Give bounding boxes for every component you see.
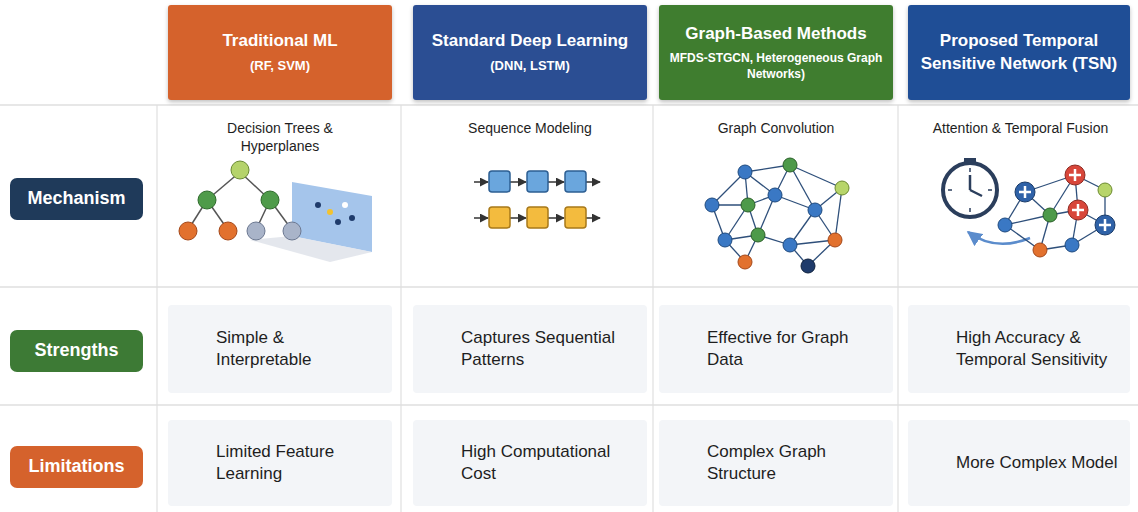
cell-text: Simple & Interpretable: [216, 327, 384, 371]
column-title: Standard Deep Learning: [432, 30, 628, 52]
row-title: Limitations: [28, 455, 124, 478]
sequence-icon: [474, 171, 600, 228]
mechanism-caption: Sequence Modeling: [430, 120, 630, 138]
row-header: Strengths: [10, 330, 143, 372]
column-subtitle: (DNN, LSTM): [490, 58, 569, 75]
column-title: Graph-Based Methods: [685, 23, 866, 45]
strength-cell: Captures Sequential Patterns: [413, 305, 647, 393]
attention-network-icon: [998, 165, 1115, 257]
limitation-cell: Limited Feature Learning: [168, 420, 392, 506]
row-title: Mechanism: [27, 187, 125, 210]
table-grid: [0, 105, 1138, 512]
row-header: Mechanism: [10, 178, 143, 220]
mechanism-caption: Decision Trees & Hyperplanes: [185, 120, 355, 155]
cell-text: High Accuracy & Temporal Sensitivity: [956, 327, 1122, 371]
column-header: Proposed Temporal Sensitive Network (TSN…: [908, 5, 1130, 100]
strength-cell: Simple & Interpretable: [168, 305, 392, 393]
strength-cell: Effective for Graph Data: [659, 305, 893, 393]
column-header: Graph-Based MethodsMFDS-STGCN, Heterogen…: [659, 5, 893, 100]
cell-text: Complex Graph Structure: [707, 441, 885, 485]
decision-tree-icon: [179, 161, 372, 262]
column-subtitle: (RF, SVM): [250, 58, 310, 75]
column-header: Traditional ML (RF, SVM): [168, 5, 392, 100]
strength-cell: High Accuracy & Temporal Sensitivity: [908, 305, 1130, 393]
cell-text: Captures Sequential Patterns: [461, 327, 639, 371]
column-subtitle: MFDS-STGCN, Heterogeneous Graph Networks…: [667, 51, 885, 82]
graph-network-icon: [705, 158, 849, 273]
column-title: Proposed Temporal Sensitive Network (TSN…: [916, 30, 1122, 74]
cell-text: Effective for Graph Data: [707, 327, 885, 371]
limitation-cell: More Complex Model: [908, 420, 1130, 506]
limitation-cell: High Computational Cost: [413, 420, 647, 506]
mechanism-caption: Graph Convolution: [676, 120, 876, 138]
limitation-cell: Complex Graph Structure: [659, 420, 893, 506]
column-title: Traditional ML: [222, 30, 337, 52]
mechanism-caption: Attention & Temporal Fusion: [918, 120, 1123, 138]
clock-icon: [943, 158, 1030, 244]
cell-text: High Computational Cost: [461, 441, 639, 485]
row-header: Limitations: [10, 446, 143, 488]
row-title: Strengths: [34, 339, 118, 362]
cell-text: More Complex Model: [956, 452, 1118, 474]
cell-text: Limited Feature Learning: [216, 441, 384, 485]
column-header: Standard Deep Learning (DNN, LSTM): [413, 5, 647, 100]
